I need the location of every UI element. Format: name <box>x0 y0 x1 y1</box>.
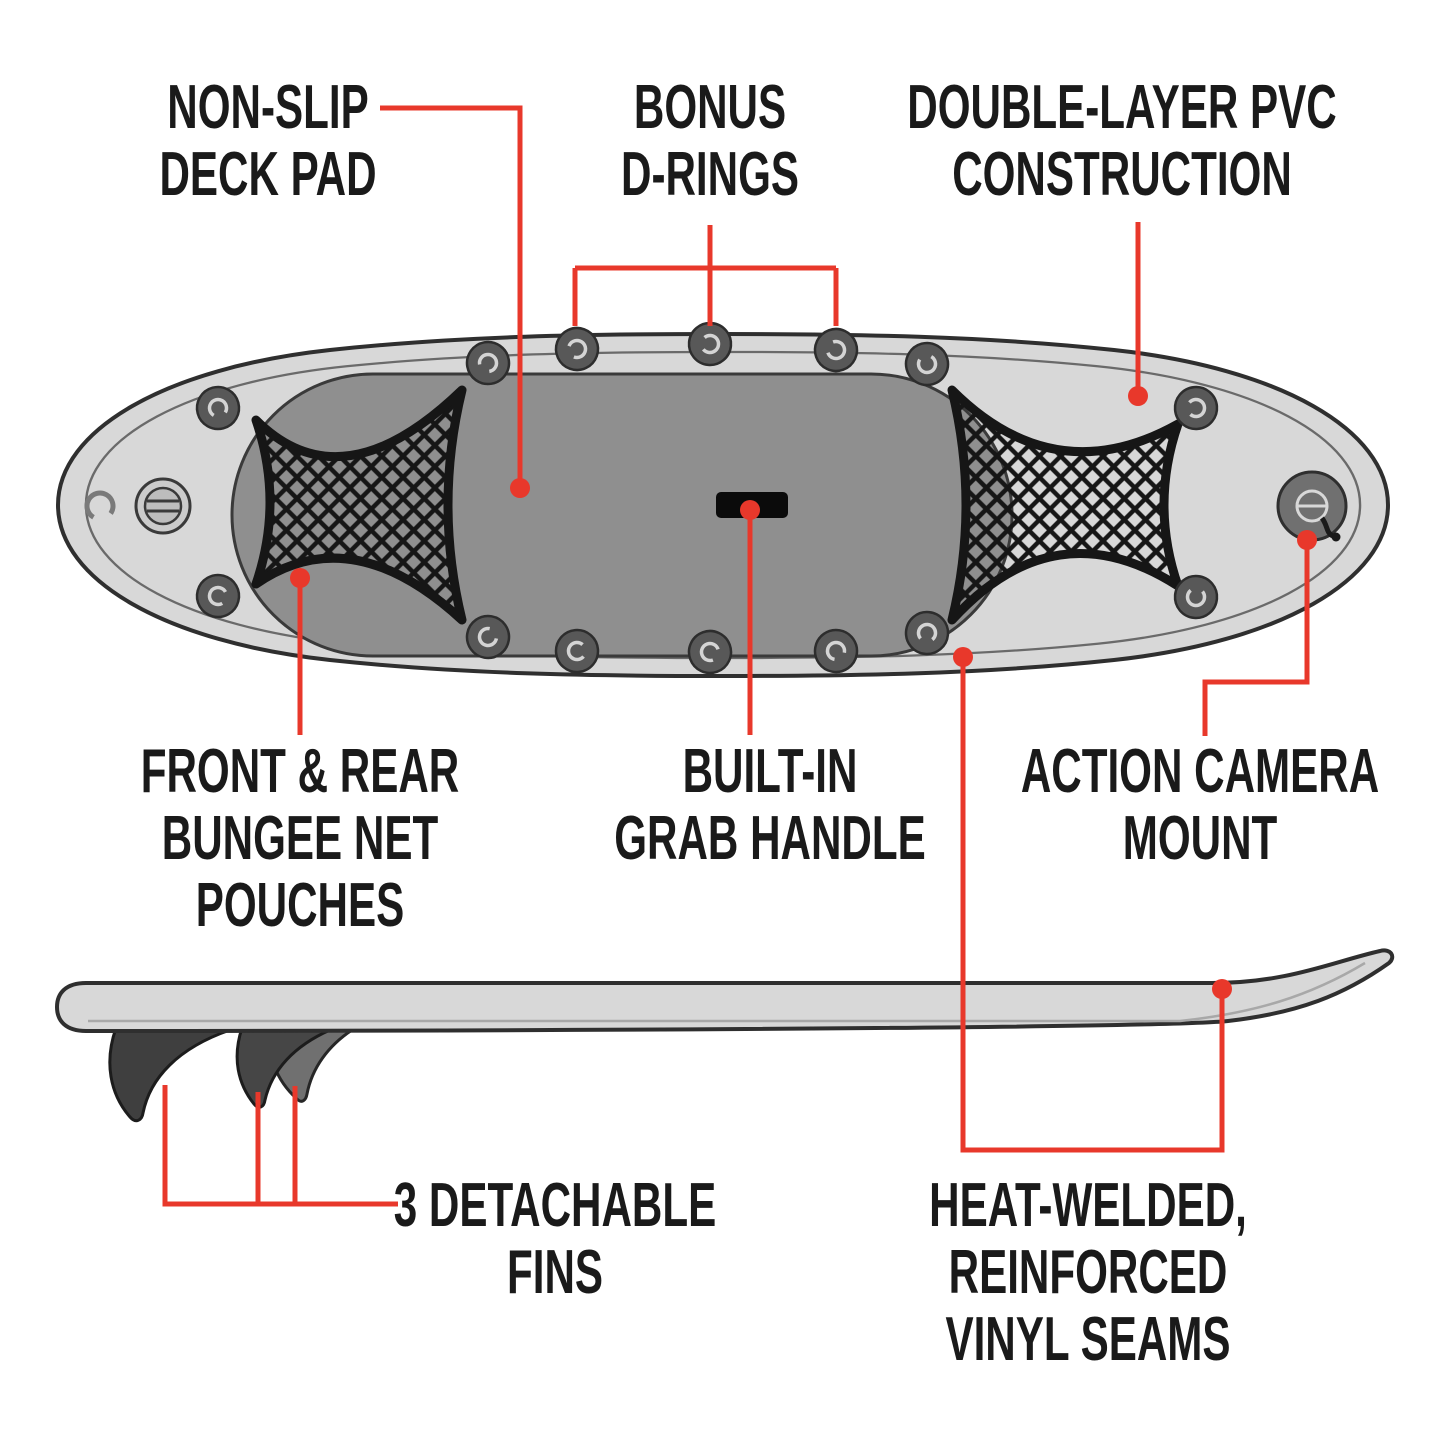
air-valve-icon <box>134 477 192 535</box>
label-double-layer-pvc: DOUBLE-LAYER PVC CONSTRUCTION <box>907 73 1337 209</box>
label-bungee-net-pouches: FRONT & REAR BUNGEE NET POUCHES <box>140 737 460 940</box>
d-ring-icon <box>813 327 859 373</box>
d-ring-icon <box>1173 574 1219 620</box>
rear-bungee-net <box>947 385 1183 625</box>
callout-line-fins <box>162 1085 398 1207</box>
d-ring-icon <box>465 340 511 386</box>
label-bonus-d-rings: BONUS D-RINGS <box>620 73 800 209</box>
bungee-net-mesh <box>251 385 1183 625</box>
callout-line-d-rings <box>572 225 839 326</box>
paddleboard-side-view <box>54 948 1395 1123</box>
callout-dot <box>1297 530 1317 550</box>
rail-seam-line <box>88 961 1366 1023</box>
callout-dot <box>1128 386 1148 406</box>
callout-dot <box>1212 979 1232 999</box>
callout-line-seams <box>960 657 1225 1153</box>
fin-icon <box>108 1026 231 1123</box>
callout-line-deck-pad <box>380 105 523 486</box>
d-ring-icon <box>195 573 241 619</box>
d-ring-icon <box>904 341 950 387</box>
board-side-profile <box>54 948 1395 1034</box>
d-ring-icon <box>904 610 950 656</box>
callout-dot <box>510 478 530 498</box>
paddleboard-top-view <box>56 321 1390 678</box>
d-ring-icon <box>687 321 733 367</box>
d-ring-icon <box>465 614 511 660</box>
d-ring-icon <box>687 629 733 675</box>
label-grab-handle: BUILT-IN GRAB HANDLE <box>614 737 926 873</box>
d-ring-icon <box>84 490 116 522</box>
fin-icon <box>235 1026 331 1109</box>
d-ring-icon <box>813 628 859 674</box>
callout-dot <box>740 500 760 520</box>
callout-dot <box>953 647 973 667</box>
label-detachable-fins: 3 DETACHABLE FINS <box>393 1171 717 1307</box>
label-vinyl-seams: HEAT-WELDED, REINFORCED VINYL SEAMS <box>929 1171 1247 1374</box>
label-non-slip-deck-pad: NON-SLIP DECK PAD <box>159 73 377 209</box>
d-ring-icon <box>195 385 241 431</box>
d-ring-icon <box>554 326 600 372</box>
label-action-camera-mount: ACTION CAMERA MOUNT <box>1020 737 1380 873</box>
d-ring-icon <box>554 628 600 674</box>
callout-dot <box>290 568 310 588</box>
camera-mount-icon <box>1276 470 1348 542</box>
callout-lines <box>162 105 1317 1207</box>
front-bungee-net <box>251 385 467 625</box>
d-ring-icon <box>1173 385 1219 431</box>
callout-line-camera <box>1202 540 1310 736</box>
d-rings-group <box>195 321 1219 675</box>
